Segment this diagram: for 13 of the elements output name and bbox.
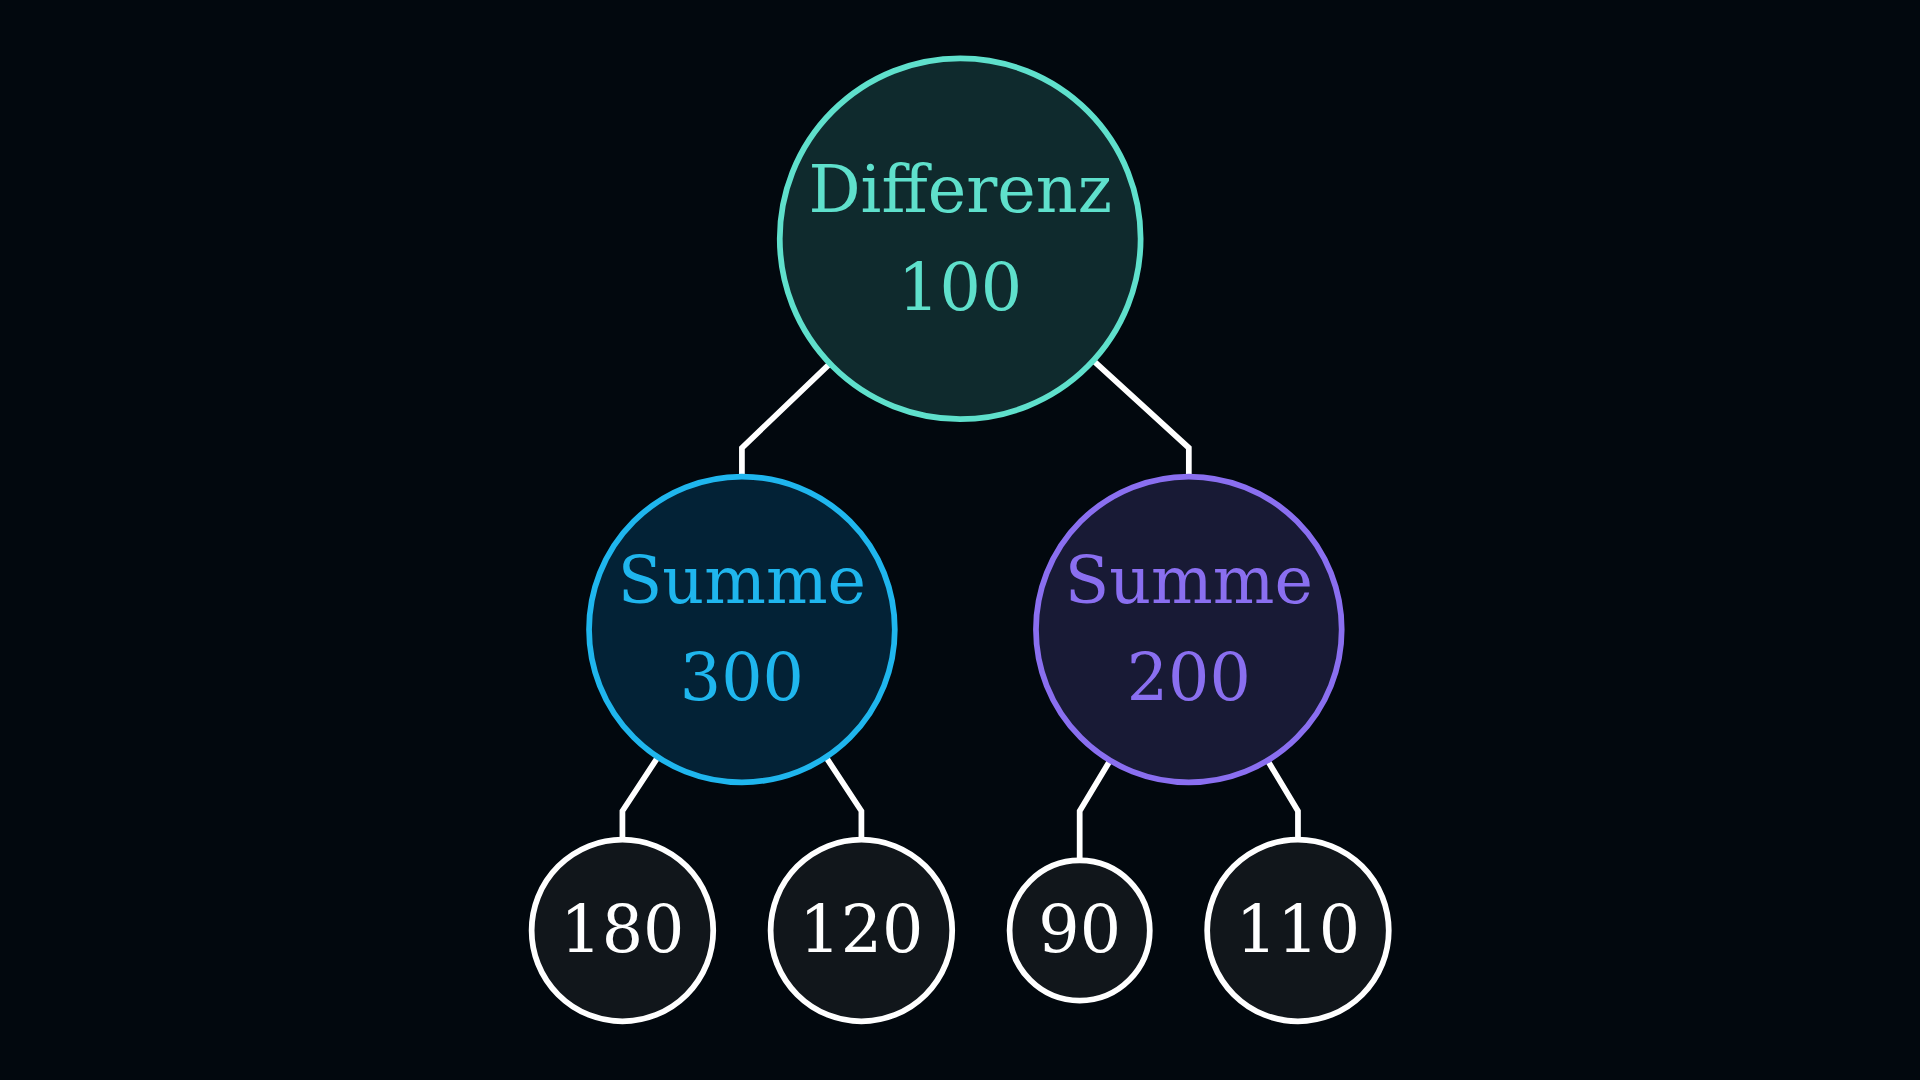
node-circle: Summe 200 (1032, 473, 1345, 786)
connector (619, 755, 661, 840)
node-circle: Summe 300 (585, 473, 898, 786)
node-circle: 120 (767, 837, 955, 1025)
node-circle: Differenz 100 (776, 55, 1144, 423)
node-circle: 90 (1006, 857, 1153, 1004)
connector (1091, 358, 1192, 477)
node-circle: 180 (528, 837, 716, 1025)
node-circle: 110 (1204, 837, 1392, 1025)
connector (738, 361, 832, 477)
connector (1264, 759, 1301, 840)
connector (1076, 759, 1113, 861)
connector (823, 755, 865, 840)
